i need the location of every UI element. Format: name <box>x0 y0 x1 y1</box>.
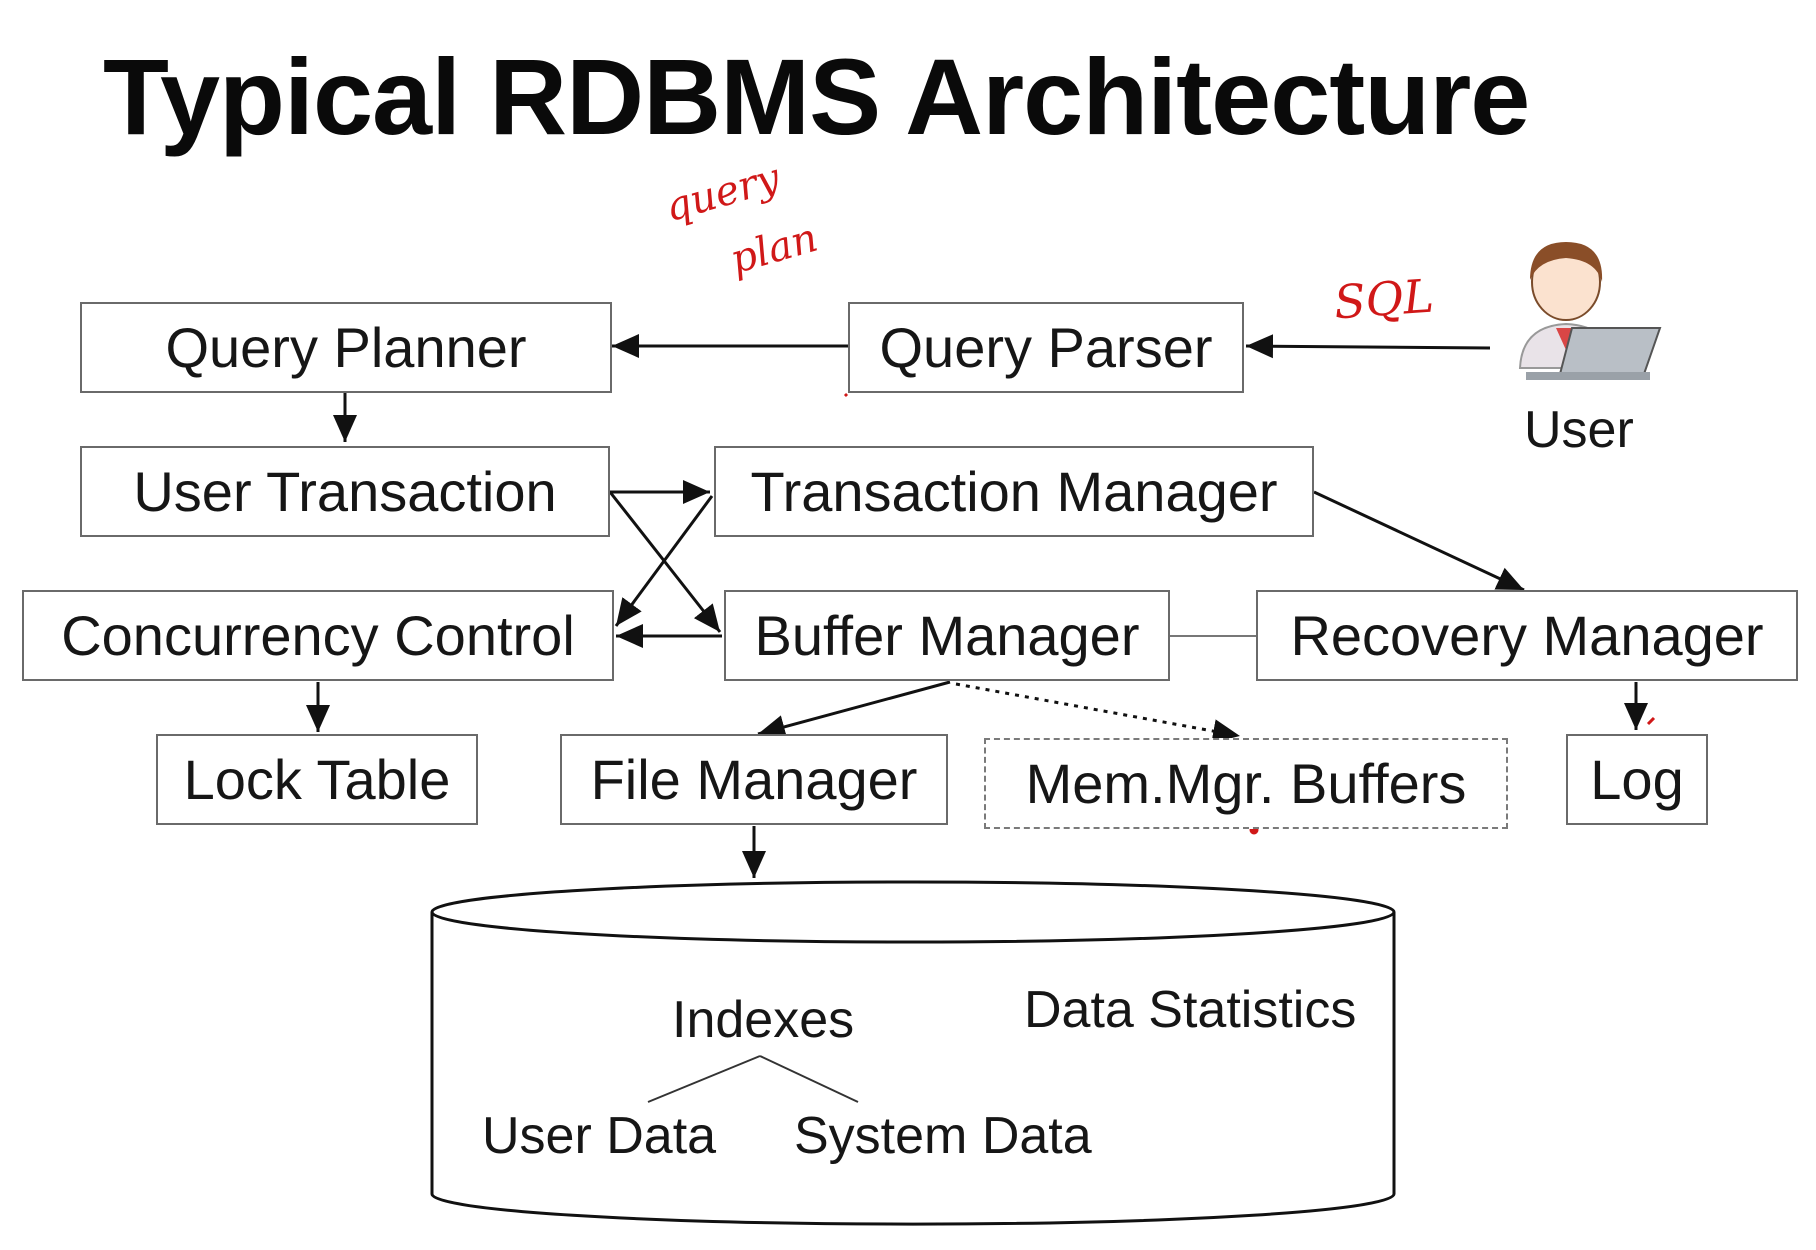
arrow-transaction-manager-to-recovery-manager <box>1313 490 1525 592</box>
concurrency-control-box: Concurrency Control <box>22 590 614 681</box>
indexes-label: Indexes <box>672 991 855 1049</box>
system-data-label: System Data <box>794 1107 1092 1165</box>
slide-title: Typical RDBMS Architecture <box>103 36 1530 157</box>
transaction-manager-box: Transaction Manager <box>714 446 1314 537</box>
data-statistics-label: Data Statistics <box>1024 981 1357 1039</box>
user-label: User <box>1524 401 1634 459</box>
index-tree-right-branch <box>759 1055 859 1103</box>
query-parser-box: Query Parser <box>848 302 1244 393</box>
user-at-laptop-icon <box>1518 242 1662 380</box>
file-manager-box: File Manager <box>560 734 948 825</box>
log-box: Log <box>1566 734 1708 825</box>
user-data-label: User Data <box>482 1107 717 1165</box>
index-tree-left-branch <box>647 1055 761 1103</box>
recovery-manager-box: Recovery Manager <box>1256 590 1798 681</box>
buffer-manager-box: Buffer Manager <box>724 590 1170 681</box>
user-transaction-box: User Transaction <box>80 446 610 537</box>
handwritten-sql: SQL <box>1332 268 1436 330</box>
query-planner-box: Query Planner <box>80 302 612 393</box>
arrow-transaction-manager-to-concurrency-control <box>614 495 714 627</box>
arrow-buffer-manager-to-mem-buffers <box>955 682 1241 743</box>
arrow-user-to-parser <box>1245 334 1491 359</box>
disk-cylinder <box>430 880 1396 1226</box>
arrow-buffer-manager-to-file-manager <box>757 680 951 739</box>
mem-mgr-buffers-box: Mem.Mgr. Buffers <box>984 738 1508 829</box>
lock-table-box: Lock Table <box>156 734 478 825</box>
